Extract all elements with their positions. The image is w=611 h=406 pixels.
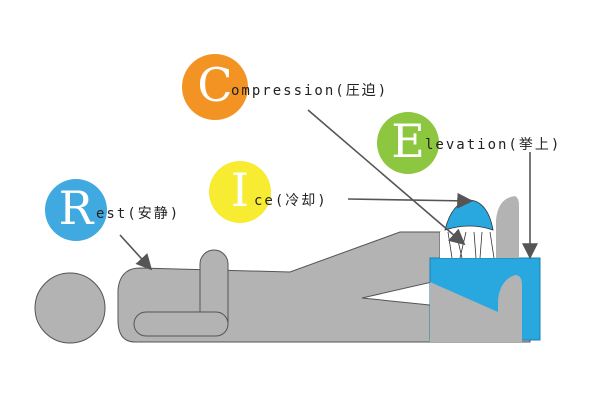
- ice-label: ce(冷却): [254, 193, 328, 209]
- compression-circle: [182, 54, 248, 120]
- compression-letter: C: [197, 58, 233, 112]
- elevation-label: levation(挙上): [425, 137, 562, 153]
- ice-arrow: [347, 192, 474, 209]
- rest-arrow: [119, 234, 153, 271]
- rest-letter: R: [58, 181, 94, 235]
- compression-label: ompression(圧迫): [231, 83, 389, 99]
- ice-pack: [444, 199, 494, 231]
- elevation-circle: [377, 112, 439, 174]
- elevation-letter: E: [391, 114, 425, 168]
- foot: [496, 196, 519, 258]
- ice-circle: [209, 161, 271, 223]
- arm-lower: [133, 311, 229, 337]
- head: [34, 272, 106, 344]
- lower-leg-on-pillow: [430, 275, 522, 342]
- rest-circle: [45, 179, 107, 241]
- ice-letter: I: [230, 163, 250, 217]
- compression-arrow: [307, 109, 466, 246]
- rest-label: est(安静): [96, 206, 181, 222]
- arrows: [119, 109, 538, 271]
